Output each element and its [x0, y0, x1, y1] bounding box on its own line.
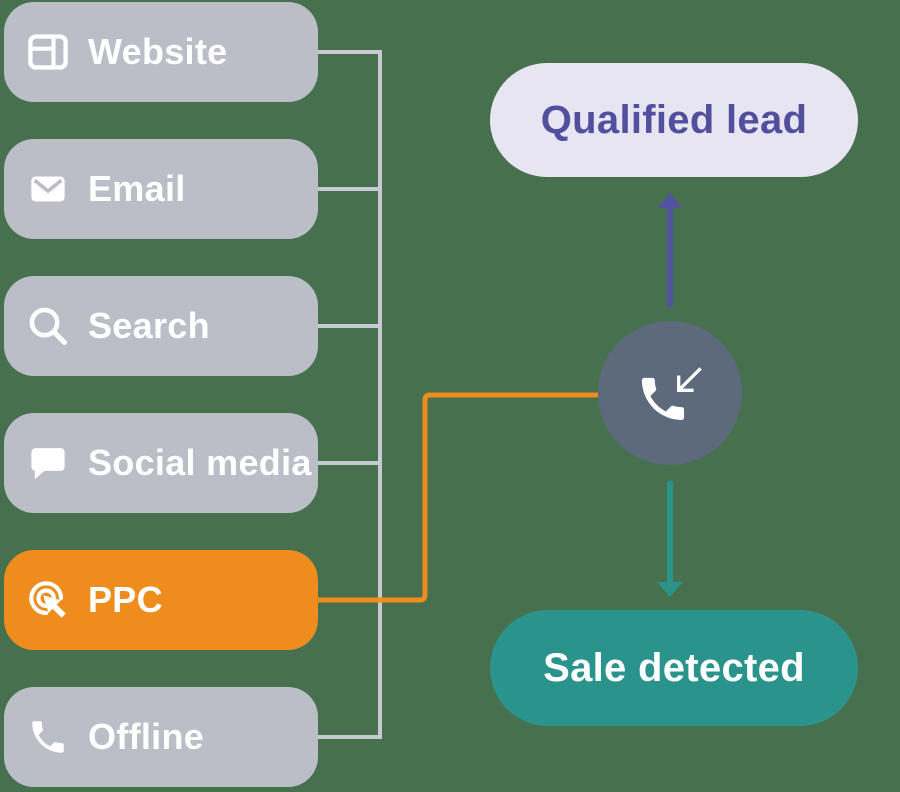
channel-label: PPC — [88, 579, 163, 620]
ppc-click-icon — [22, 574, 74, 626]
channel-pill-website: Website — [4, 2, 318, 102]
channel-label: Email — [88, 168, 186, 209]
phone-icon — [22, 711, 74, 763]
channel-pill-offline: Offline — [4, 687, 318, 787]
sale-arrow-head — [657, 582, 683, 597]
sale-detected-pill: Sale detected — [490, 610, 858, 726]
browser-window-icon — [22, 26, 74, 78]
magnifier-icon — [22, 300, 74, 352]
envelope-icon — [22, 163, 74, 215]
channel-pill-social-media: Social media — [4, 413, 318, 513]
active-ppc-line — [318, 392, 598, 603]
channel-label: Social media — [88, 442, 312, 483]
qualified-lead-pill: Qualified lead — [490, 63, 858, 177]
sale-detected-label: Sale detected — [543, 645, 805, 690]
channel-label: Website — [88, 31, 228, 72]
channel-pill-ppc: PPC — [4, 550, 318, 650]
channel-label: Offline — [88, 716, 205, 757]
call-hub-circle — [598, 321, 742, 465]
channel-label: Search — [88, 305, 210, 346]
lead-arrow-head — [658, 193, 682, 208]
channel-pill-email: Email — [4, 139, 318, 239]
channel-pill-search: Search — [4, 276, 318, 376]
chat-bubble-icon — [22, 437, 74, 489]
gray-bus-line — [318, 50, 382, 739]
qualified-lead-label: Qualified lead — [540, 97, 808, 142]
incoming-call-icon — [634, 357, 706, 429]
